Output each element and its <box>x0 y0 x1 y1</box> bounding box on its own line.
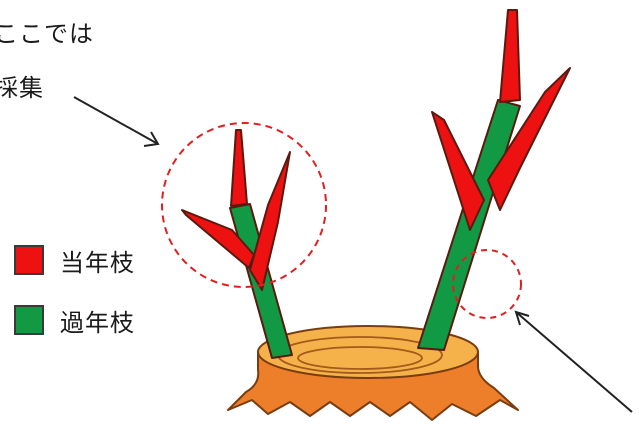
arrow-left-line <box>74 97 158 144</box>
left-current-shoot-top <box>231 130 247 206</box>
arrow-right-line <box>516 312 632 412</box>
left-branch <box>182 130 292 358</box>
right-current-shoot-top <box>500 10 520 102</box>
left-current-shoot-right <box>250 152 290 290</box>
right-branch <box>418 10 570 350</box>
